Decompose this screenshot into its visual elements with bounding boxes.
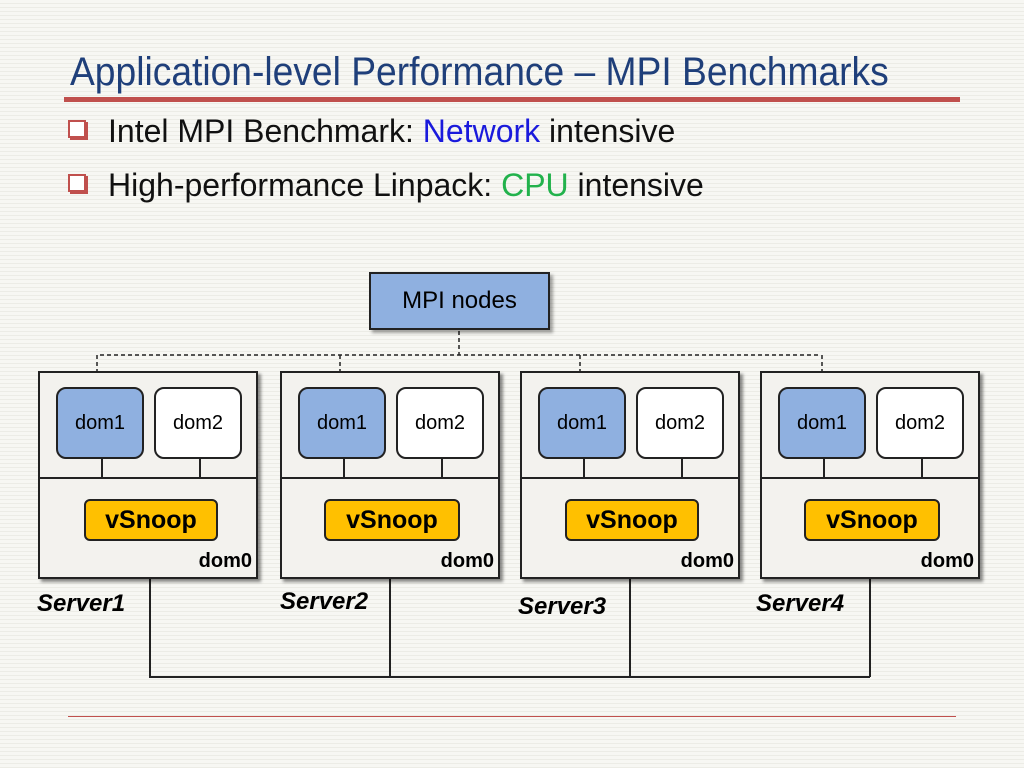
dom2-box: dom2 xyxy=(396,387,484,459)
dom0-label: dom0 xyxy=(680,550,734,572)
bullet-prefix: High-performance Linpack: xyxy=(108,167,502,203)
server2-label: Server2 xyxy=(280,588,369,615)
dom0-label: dom0 xyxy=(440,550,494,572)
bullet-prefix: Intel MPI Benchmark: xyxy=(108,113,423,149)
server3-box: dom1 dom2 vSnoop dom0 xyxy=(520,371,740,579)
dom0-divider xyxy=(522,477,738,479)
footer-rule xyxy=(68,716,956,717)
dom2-link xyxy=(681,459,683,477)
server1-box: dom1 dom2 vSnoop dom0 xyxy=(38,371,258,579)
dom2-link xyxy=(199,459,201,477)
vsnoop-box: vSnoop xyxy=(804,499,940,541)
vsnoop-box: vSnoop xyxy=(565,499,699,541)
server3-label: Server3 xyxy=(518,593,607,620)
server1-label: Server1 xyxy=(37,590,126,617)
dom2-box: dom2 xyxy=(636,387,724,459)
mpi-dashed-links xyxy=(97,331,822,380)
dom2-box: dom2 xyxy=(876,387,964,459)
dom1-box: dom1 xyxy=(56,387,144,459)
dom0-divider xyxy=(40,477,256,479)
bullet-accent: CPU xyxy=(501,167,569,203)
bullet-suffix: intensive xyxy=(568,167,704,203)
dom0-divider xyxy=(282,477,498,479)
bullet-accent: Network xyxy=(422,113,541,149)
dom1-box: dom1 xyxy=(538,387,626,459)
dom1-link xyxy=(101,459,103,477)
dom2-link xyxy=(441,459,443,477)
dom1-link xyxy=(823,459,825,477)
bullet-suffix: intensive xyxy=(540,113,676,149)
vsnoop-box: vSnoop xyxy=(324,499,460,541)
dom0-label: dom0 xyxy=(920,550,974,572)
server4-label: Server4 xyxy=(756,590,845,617)
vsnoop-box: vSnoop xyxy=(84,499,218,541)
dom0-label: dom0 xyxy=(198,550,252,572)
slide-title: Application-level Performance – MPI Benc… xyxy=(70,50,889,94)
checkbox-bullet-icon xyxy=(68,174,86,192)
dom1-box: dom1 xyxy=(298,387,386,459)
checkbox-bullet-icon xyxy=(68,120,86,138)
server2-box: dom1 dom2 vSnoop dom0 xyxy=(280,371,500,579)
dom2-link xyxy=(921,459,923,477)
title-underline xyxy=(64,97,960,102)
bullet-intel-mpi: Intel MPI Benchmark: Network intensive xyxy=(68,113,675,150)
dom1-link xyxy=(583,459,585,477)
mpi-nodes-box: MPI nodes xyxy=(369,272,550,330)
server4-box: dom1 dom2 vSnoop dom0 xyxy=(760,371,980,579)
dom1-box: dom1 xyxy=(778,387,866,459)
dom0-divider xyxy=(762,477,978,479)
dom2-box: dom2 xyxy=(154,387,242,459)
dom1-link xyxy=(343,459,345,477)
physical-network-lines xyxy=(149,579,871,678)
bullet-linpack: High-performance Linpack: CPU intensive xyxy=(68,167,704,204)
